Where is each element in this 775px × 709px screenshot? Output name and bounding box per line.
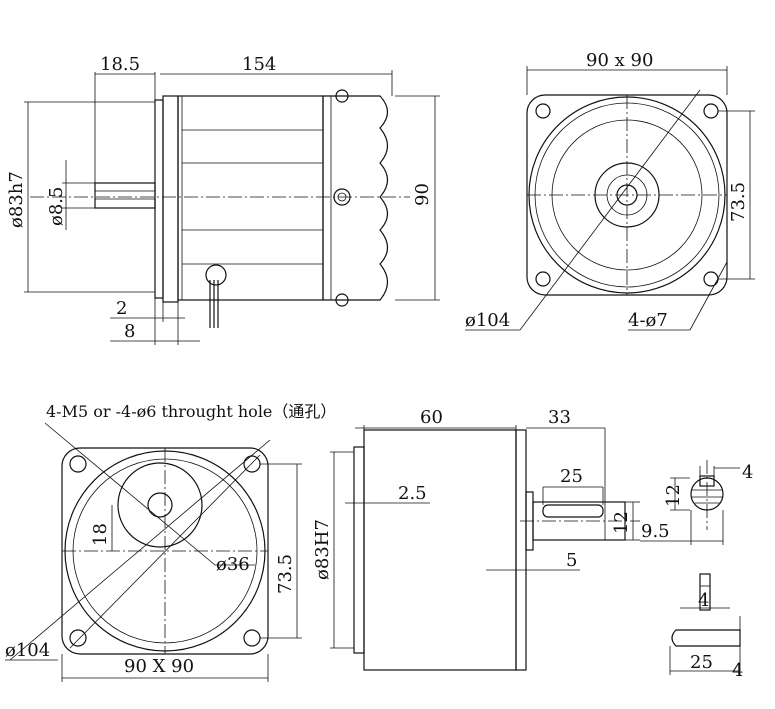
mount-hole-b-tr: [243, 455, 261, 473]
dim-shaft-dia-bottom: 12: [611, 511, 632, 534]
side-view-bottom: 60 33 ø83H7 2.5 25 12 5: [312, 407, 640, 671]
bolt-top: [335, 89, 349, 103]
dim-bolt-spacing: 73.5: [728, 182, 749, 222]
dim-bolt-circle-bottom: ø104: [5, 640, 50, 661]
mount-hole-b-bl: [69, 629, 87, 647]
mount-hole-tr: [703, 103, 719, 119]
gearbox-body: [363, 429, 517, 671]
mount-hole-b-br: [243, 629, 261, 647]
dim-body-length: 154: [242, 54, 276, 75]
motor-body: [177, 95, 324, 301]
dim-shaft-length: 18.5: [100, 54, 140, 75]
flange: [154, 99, 164, 299]
dim-bolt-spacing-bottom: 73.5: [275, 554, 296, 594]
hub-bottom: [117, 462, 203, 548]
dim-height: 90: [412, 183, 433, 206]
dim-pilot-depth: 2.5: [398, 483, 427, 504]
dim-bolt-circle: ø104: [465, 310, 510, 331]
front-view-top: ø104 4-ø7 90 x 90 73.5: [465, 50, 755, 331]
dim-holes: 4-ø7: [628, 310, 668, 331]
cable-gland: [205, 264, 227, 286]
flange-bottom: [353, 446, 365, 654]
dim-key-thk: 4: [698, 590, 709, 611]
dim-key-length: 25: [560, 466, 583, 487]
dim-18: 18: [90, 523, 111, 546]
dim-pilot-bottom: ø83H7: [312, 519, 333, 580]
end-cap: [322, 95, 389, 301]
dim-flange-8: 8: [124, 321, 135, 342]
mount-hole-b-tl: [69, 455, 87, 473]
dim-pilot-diameter: ø83h7: [6, 171, 27, 228]
shaft: [94, 182, 156, 209]
side-view: 18.5 154 ø83h7 ø8.5 90 2 8: [6, 54, 440, 345]
dim-key-end: 4: [732, 660, 743, 681]
dim-key-length-detail: 25: [690, 652, 713, 673]
bolt-bottom: [335, 293, 349, 307]
dim-hub: ø36: [216, 554, 250, 575]
key-side: [671, 629, 741, 647]
key-details: 4 12 9.5 4 25 4: [640, 460, 753, 681]
dim-square-bottom: 90 X 90: [124, 656, 194, 677]
flange-plate: [162, 95, 179, 303]
dim-shaft-dia-detail: 12: [663, 484, 684, 507]
dim-flange-2: 2: [116, 298, 127, 319]
dim-body-length-bottom: 60: [420, 407, 443, 428]
dim-shaft-length-bottom: 33: [548, 407, 571, 428]
mount-hole-tl: [535, 103, 551, 119]
front-view-bottom: 4-M5 or -4-ø6 throught hole（通孔） 18 ø36 7…: [5, 402, 336, 682]
dim-flat: 9.5: [641, 521, 670, 542]
dim-key-width: 4: [742, 462, 753, 483]
dim-shoulder: 5: [566, 550, 577, 571]
dim-shaft-diameter: ø8.5: [46, 187, 67, 226]
mount-hole-br: [703, 271, 719, 287]
key-front: [699, 573, 711, 611]
note-holes: 4-M5 or -4-ø6 throught hole（通孔）: [46, 402, 336, 421]
keyway: [542, 504, 604, 518]
mount-hole-bl: [535, 271, 551, 287]
dim-square: 90 x 90: [586, 50, 653, 71]
